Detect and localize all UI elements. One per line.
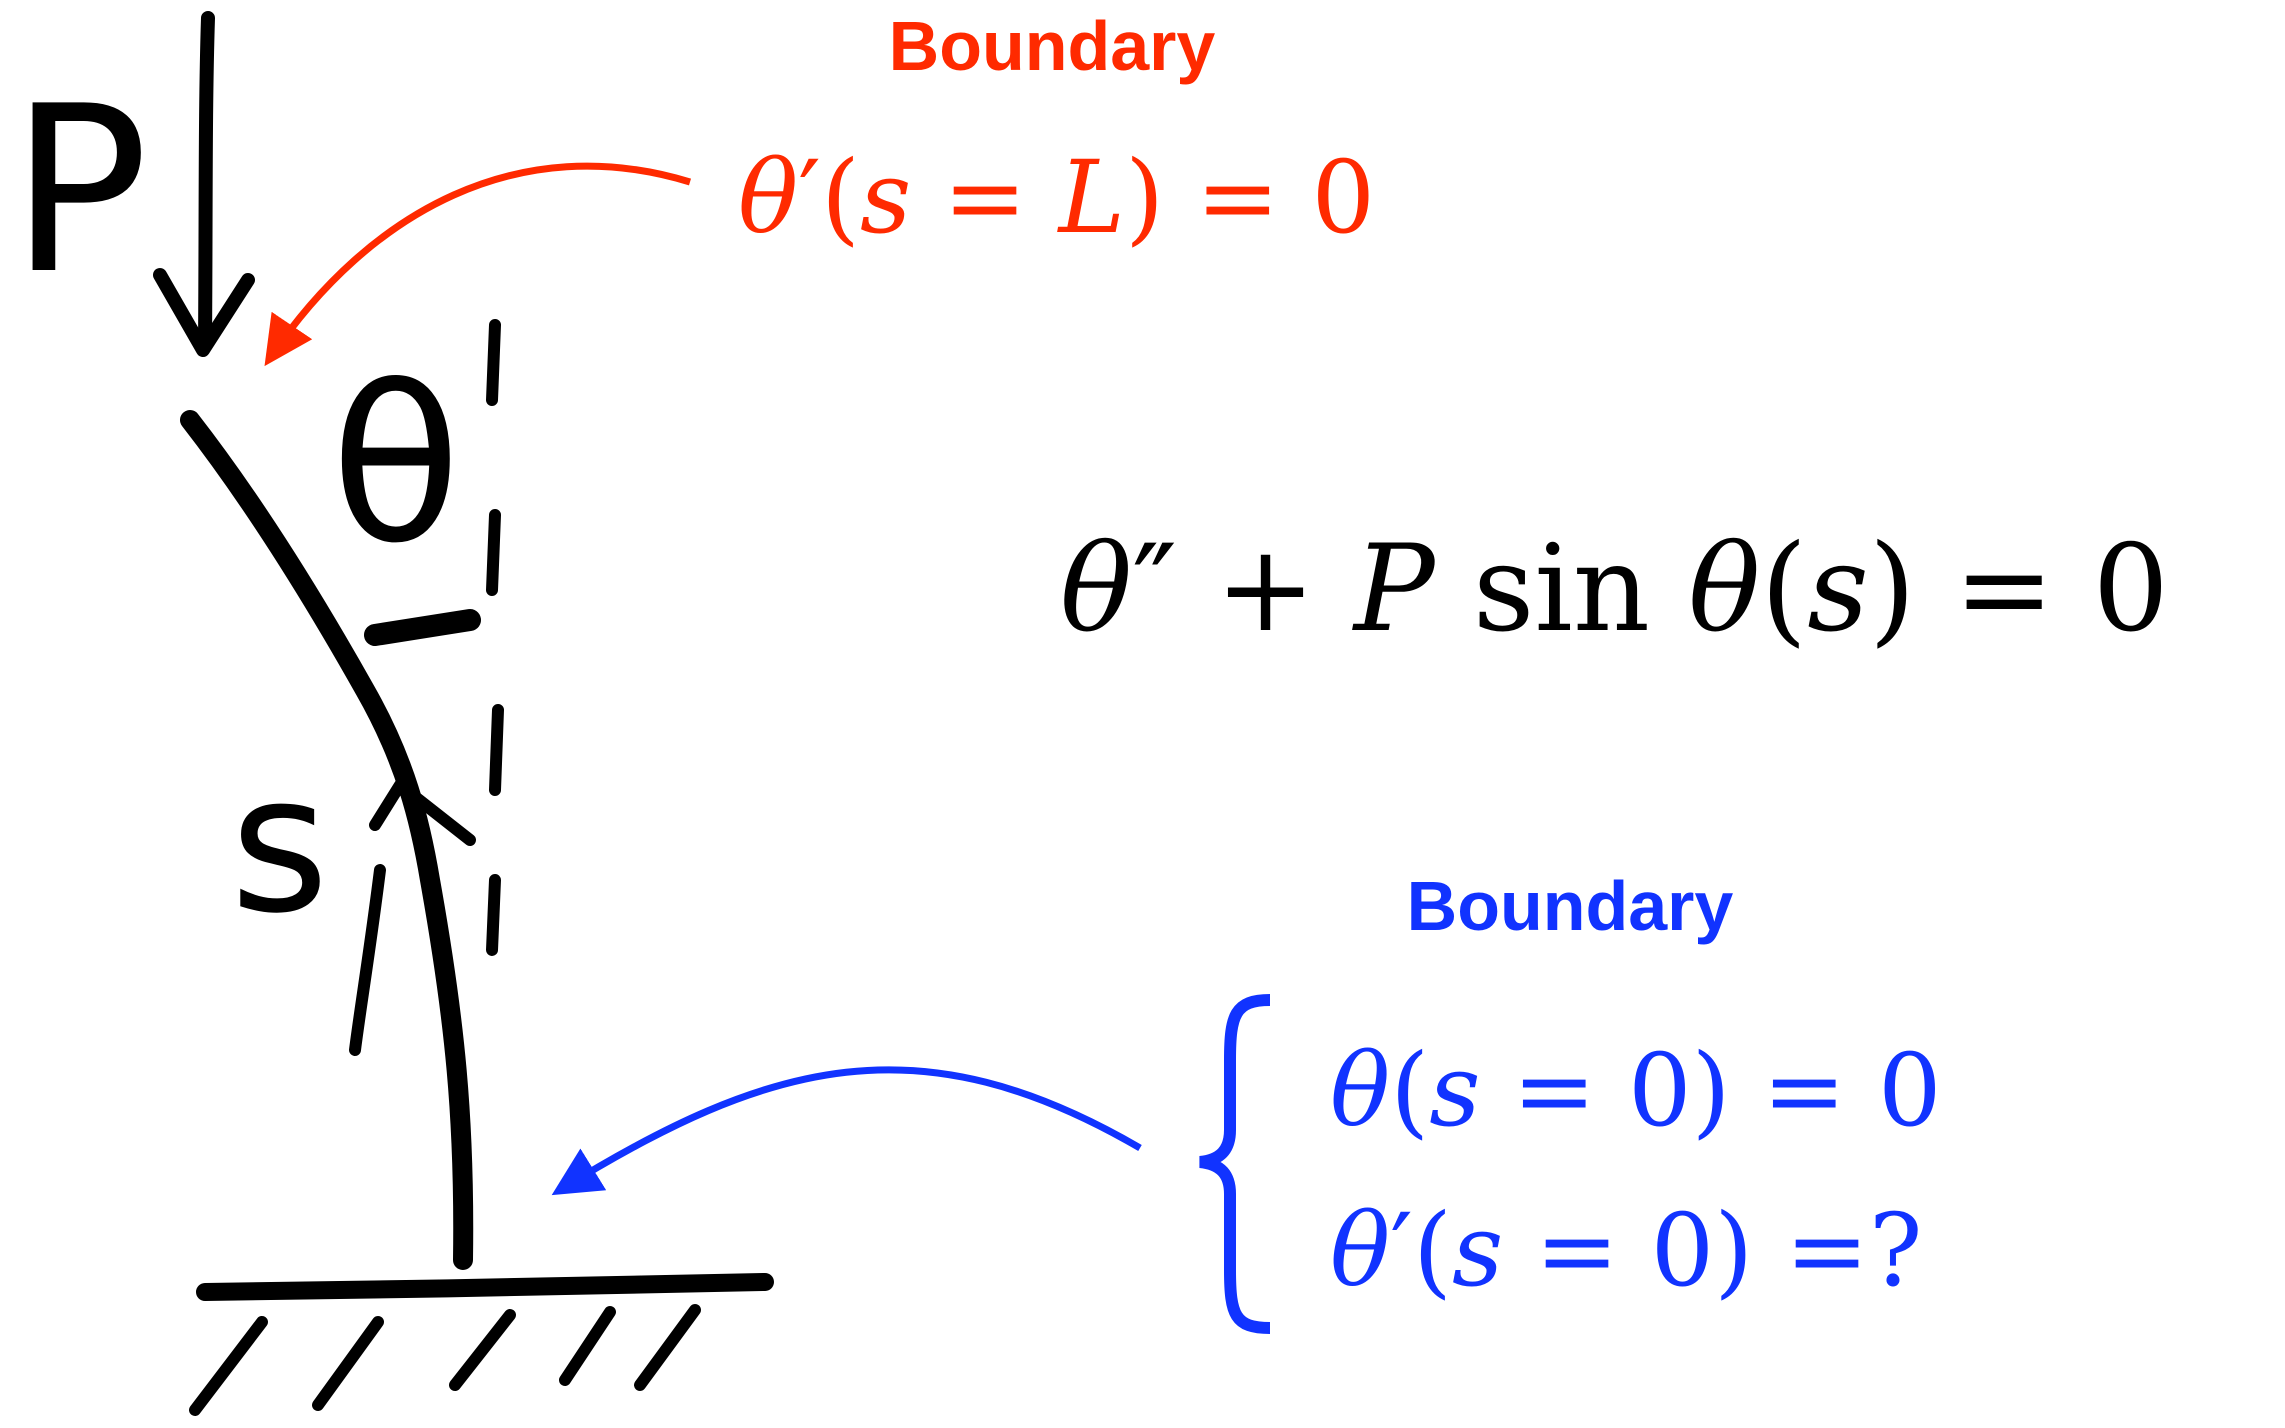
column-sketch: P θ s [10, 11, 774, 1416]
arc-length-arrowhead [369, 779, 476, 846]
bottom-boundary-title: Boundary [1407, 867, 1734, 945]
bottom-boundary-line-1: θ(s = 0) = 0 [1330, 1032, 1942, 1149]
arc-length-arrow [349, 864, 386, 1056]
ground-hatch-5 [634, 1304, 701, 1391]
bottom-boundary-line-2: θ′(s = 0) =? [1330, 1192, 1923, 1309]
reference-dash-3 [489, 704, 504, 796]
top-boundary-arrow [264, 162, 692, 367]
reference-dash-4 [486, 874, 501, 956]
reference-dash-2 [486, 509, 501, 596]
load-label: P [10, 58, 149, 325]
angle-tick [364, 609, 481, 646]
ground-hatch-4 [559, 1306, 616, 1386]
reference-dash-1 [486, 319, 501, 406]
top-boundary-condition: θ′(s = L) = 0 [738, 139, 1375, 256]
ground-hatch-1 [189, 1316, 268, 1416]
governing-equation: θ″ + P sin θ(s) = 0 [1060, 520, 2169, 659]
angle-label: θ [330, 340, 462, 591]
bottom-boundary-brace [1199, 994, 1271, 1334]
load-arrow [198, 11, 215, 352]
ground-line [196, 1273, 774, 1301]
top-boundary-title: Boundary [889, 7, 1216, 85]
bottom-boundary-arrow [551, 1066, 1142, 1196]
ground-hatch-2 [312, 1316, 384, 1411]
ground-hatch-3 [449, 1309, 516, 1391]
load-arrowhead [153, 268, 255, 357]
arc-length-label: s [230, 734, 329, 955]
